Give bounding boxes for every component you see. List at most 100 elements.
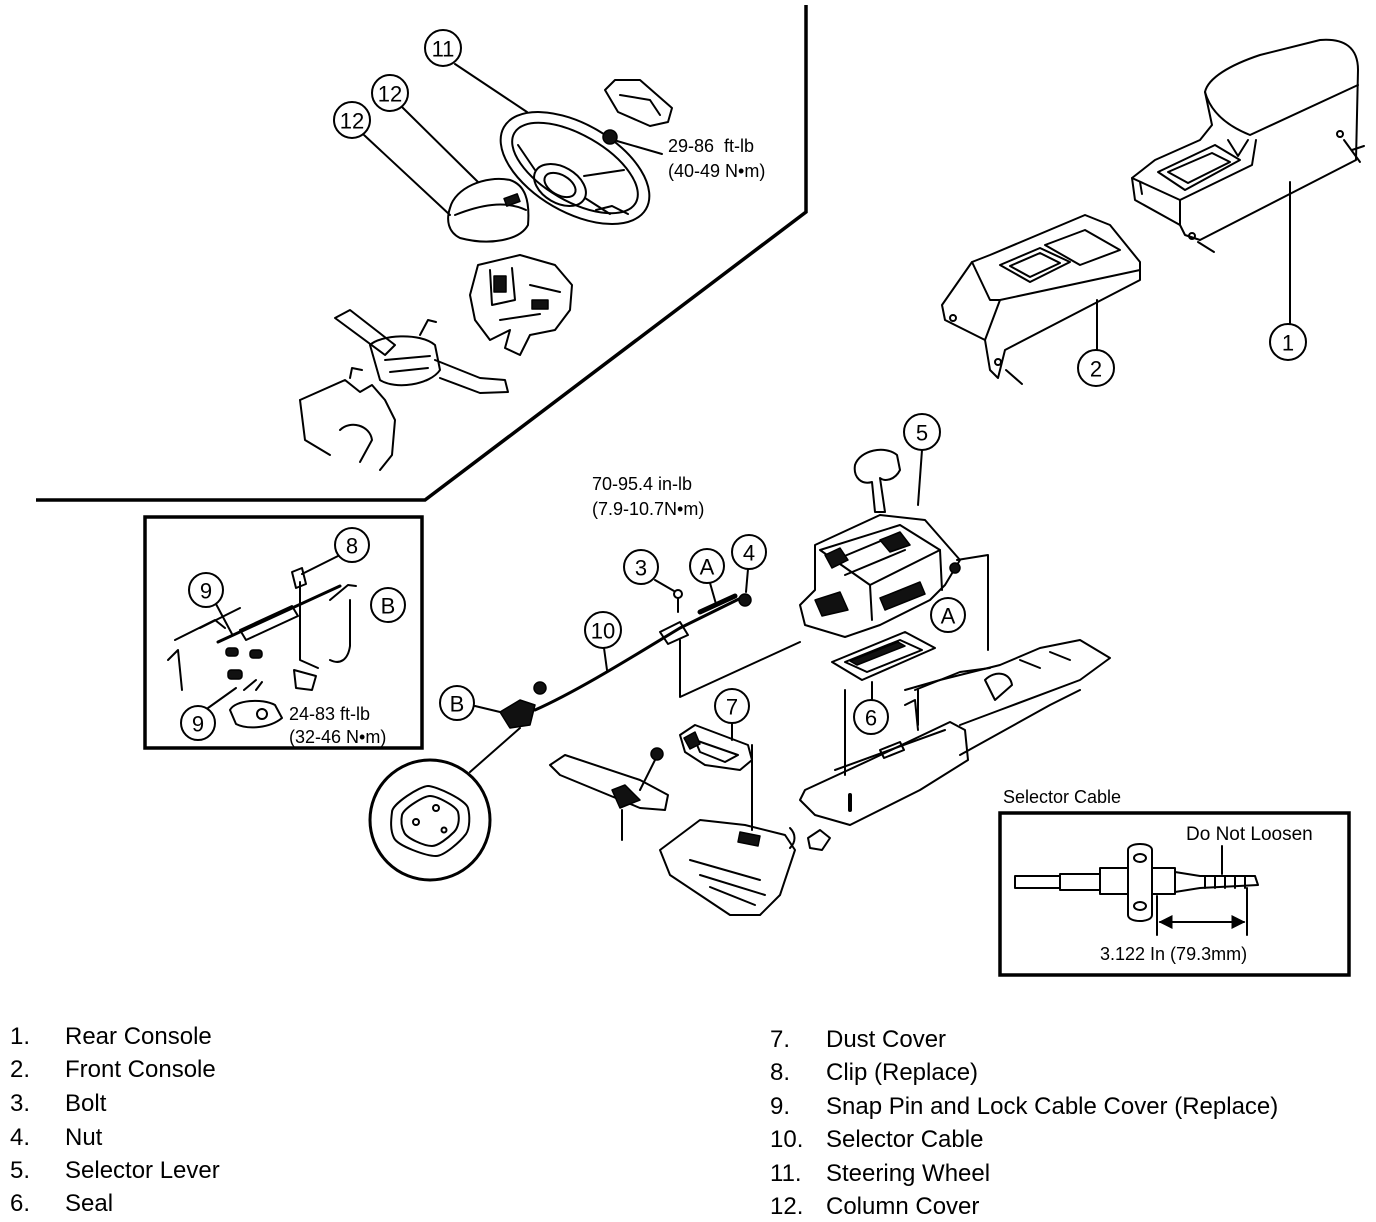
torque-steering-wheel-imperial: 29-86 ft-lb [668,136,754,156]
section-divider [36,5,808,502]
legend-number: 4. [10,1124,30,1151]
callout-7-label: 7 [726,695,738,720]
torque-cable-metric: (7.9-10.7N•m) [592,499,704,519]
selector-cable-inset-drawing [1014,843,1259,936]
indicator-bezel-drawing [659,819,831,916]
airbag-module-drawing [602,79,673,155]
legend-number: 11. [770,1160,802,1187]
callout-10: 10 [584,611,622,649]
torque-inset-metric: (32-46 N•m) [289,727,386,747]
callout-11: 11 [424,29,462,67]
callout-a-cable-label: A [700,555,715,580]
torque-cable-imperial: 70-95.4 in-lb [592,474,692,494]
callout-8-label: 8 [346,534,358,559]
legend-label: Selector Lever [65,1157,220,1184]
parts-legend: 1. Rear Console 2. Front Console 3. Bolt… [10,1023,1278,1220]
legend-number: 12. [770,1193,803,1220]
legend-number: 3. [10,1090,30,1117]
callout-7: 7 [714,688,750,724]
callout-1-label: 1 [1282,331,1294,356]
legend-item: 4. Nut [10,1124,103,1151]
legend-label: Seal [65,1190,113,1217]
callout-b-inset: B [370,587,406,623]
legend-label: Selector Cable [826,1126,983,1153]
rear-console-drawing [1131,38,1365,325]
legend-label: Steering Wheel [826,1160,990,1187]
legend-item: 12. Column Cover [770,1193,979,1220]
release-handle-drawing [549,747,669,841]
legend-number: 5. [10,1157,30,1184]
legend-item: 10. Selector Cable [770,1126,983,1153]
torque-steering-wheel-metric: (40-49 N•m) [668,161,765,181]
callout-9-lower: 9 [180,705,216,741]
legend-label: Dust Cover [826,1026,946,1053]
steering-wheel-drawing [499,111,651,225]
legend-item: 7. Dust Cover [770,1026,946,1053]
callout-10-label: 10 [591,619,615,644]
callout-2-label: 2 [1090,357,1102,382]
callout-12-upper-label: 12 [378,82,402,107]
callout-5-label: 5 [916,421,928,446]
callout-2: 2 [1077,349,1115,387]
column-cover-drawing [447,177,530,243]
callout-3-label: 3 [635,556,647,581]
legend-item: 9. Snap Pin and Lock Cable Cover (Replac… [770,1093,1278,1120]
callout-b-cable: B [439,685,475,721]
legend-label: Nut [65,1124,103,1151]
legend-label: Front Console [65,1056,216,1083]
callout-9-lower-label: 9 [192,712,204,737]
cable-dimension-label: 3.122 In (79.3mm) [1100,944,1247,964]
callout-1: 1 [1269,323,1307,361]
callout-b-cable-label: B [450,692,465,717]
callout-6-label: 6 [865,706,877,731]
callout-9-upper-label: 9 [200,579,212,604]
legend-label: Rear Console [65,1023,212,1050]
floor-bracket-drawing [904,639,1111,756]
legend-item: 3. Bolt [10,1090,107,1117]
callout-11-label: 11 [432,37,455,62]
combination-switch-drawing [334,309,509,394]
callout-5: 5 [903,413,941,451]
selector-lever-drawing [799,448,961,638]
seal-drawing [831,631,936,701]
legend-label: Snap Pin and Lock Cable Cover (Replace) [826,1093,1278,1120]
snap-pin-inset-box [143,515,424,750]
callout-4: 4 [731,534,767,570]
callout-6: 6 [853,699,889,735]
leader-lines-cable [474,568,749,713]
legend-label: Column Cover [826,1193,979,1220]
legend-number: 2. [10,1056,30,1083]
selector-cable-inset-box [998,811,1351,977]
callout-12-lower: 12 [333,101,371,139]
legend-number: 6. [10,1190,30,1217]
callout-3: 3 [623,549,659,585]
legend-item: 5. Selector Lever [10,1157,220,1184]
legend-item: 6. Seal [10,1190,113,1217]
do-not-loosen-note: Do Not Loosen [1186,824,1313,845]
callout-a-cable: A [689,548,725,584]
callout-a-lever-label: A [941,604,956,629]
legend-label: Bolt [65,1090,107,1117]
callout-b-inset-label: B [381,594,396,619]
selector-cable-drawing [469,589,752,773]
dust-cover-drawing [679,723,753,771]
legend-number: 1. [10,1023,30,1050]
steering-column-drawing [469,254,573,356]
snap-pin-inset-drawing [167,555,357,729]
legend-number: 9. [770,1093,790,1120]
front-console-drawing [941,214,1141,385]
callout-4-label: 4 [743,541,755,566]
legend-number: 8. [770,1059,790,1086]
shifter-base-drawing [799,699,969,826]
selector-cable-inset-title: Selector Cable [1003,787,1121,807]
legend-item: 1. Rear Console [10,1023,212,1050]
torque-inset-imperial: 24-83 ft-lb [289,704,370,724]
leader-lines-column [363,63,528,216]
legend-number: 10. [770,1126,803,1153]
callout-12-lower-label: 12 [340,109,364,134]
grommet-detail-circle [368,758,492,882]
dashboard-section-drawing [299,367,396,471]
legend-item: 8. Clip (Replace) [770,1059,978,1086]
legend-item: 2. Front Console [10,1056,216,1083]
